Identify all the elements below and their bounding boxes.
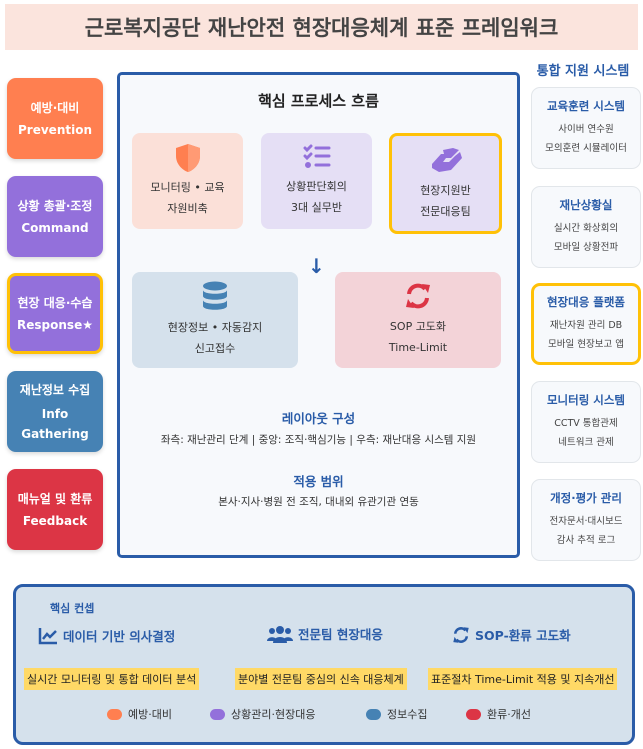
concept-sop: SOP-환류 고도화 (452, 625, 571, 644)
system-item: 사이버 연수원 (558, 124, 614, 135)
legend-swatch (466, 708, 481, 720)
legend-item: 정보수집 (366, 706, 427, 722)
phase-label-en: Command (21, 220, 89, 235)
phase-command: 상황 총괄·조정 Command (7, 176, 103, 257)
handshake-icon (431, 147, 462, 172)
legend-swatch (210, 708, 225, 720)
concept-title: 전문팀 현장대응 (298, 627, 383, 642)
system-title: 모니터링 시스템 (546, 393, 626, 407)
process-card-situation: 상황판단회의 3대 실무반 (261, 133, 372, 229)
concept-desc: 표준절차 Time-Limit 적용 및 지속개선 (428, 668, 618, 690)
phase-label-ko: 매뉴얼 및 환류 (17, 491, 93, 506)
card-line2: 신고접수 (194, 342, 236, 355)
arrow-down-icon: ↓ (308, 254, 325, 278)
system-item: CCTV 통합관제 (554, 418, 618, 429)
phase-label-ko: 현장 대응·수습 (17, 295, 93, 310)
database-icon (203, 281, 227, 310)
card-line1: 상황판단회의 (286, 180, 347, 193)
phase-feedback: 매뉴얼 및 환류 Feedback (7, 469, 103, 550)
system-item: 네트워크 관제 (558, 437, 614, 448)
legend-item: 환류·개선 (466, 706, 531, 722)
phase-label-en: Info Gathering (21, 406, 89, 441)
layout-heading: 레이아웃 구성 (281, 411, 356, 426)
card-line1: SOP 고도화 (389, 320, 447, 333)
phase-info: 재난정보 수집 Info Gathering (7, 371, 103, 452)
phase-response: 현장 대응·수습 Response★ (7, 273, 103, 354)
system-item: 모바일 상황전파 (553, 242, 619, 253)
system-title: 재난상황실 (559, 198, 613, 212)
legend-label: 예방·대비 (128, 708, 172, 721)
card-line2: 전문대응팀 (420, 204, 471, 218)
phase-prevention: 예방·대비 Prevention (7, 78, 103, 159)
legend-swatch (107, 708, 122, 720)
system-item: 감사 추적 로그 (556, 535, 616, 546)
phase-label-en: Response★ (17, 317, 93, 332)
legend-item: 상황관리·현장대응 (210, 706, 315, 722)
legend-label: 정보수집 (387, 708, 428, 721)
legend-swatch (366, 708, 381, 720)
scope-heading: 적용 범위 (293, 474, 344, 489)
scope-text: 본사·지사·병원 전 조직, 대내외 유관기관 연동 (218, 496, 419, 508)
system-item: 재난자원 관리 DB (549, 320, 623, 331)
card-line1: 모니터링 • 교육 (150, 181, 225, 194)
phase-label-en: Prevention (18, 122, 92, 137)
legend-item: 예방·대비 (107, 706, 172, 722)
users-icon (267, 625, 293, 643)
system-title: 개정·평가 관리 (550, 491, 622, 505)
concept-desc: 분야별 전문팀 중심의 신속 대응체계 (235, 668, 407, 690)
checklist-icon (303, 144, 330, 168)
system-item: 전자문서·대시보드 (549, 516, 623, 527)
concept-title: SOP-환류 고도화 (475, 628, 571, 643)
process-heading: 핵심 프로세스 흐름 (258, 92, 379, 110)
concept-team: 전문팀 현장대응 (267, 624, 383, 643)
concept-title: 데이터 기반 의사결정 (63, 629, 176, 644)
card-line2: 자원비축 (167, 202, 208, 215)
card-line2: 3대 실무반 (291, 201, 342, 214)
concept-heading: 핵심 컨셉 (50, 602, 95, 615)
sync-icon (406, 283, 430, 309)
system-title: 현장대응 플랫폼 (546, 295, 626, 309)
card-line2: Time-Limit (388, 341, 448, 354)
card-line1: 현장지원반 (420, 183, 471, 197)
phase-label-ko: 재난정보 수집 (19, 382, 91, 397)
legend-label: 환류·개선 (487, 708, 531, 721)
phase-label-ko: 예방·대비 (30, 100, 80, 115)
chart-line-icon (38, 627, 57, 644)
phase-label-ko: 상황 총괄·조정 (17, 198, 93, 213)
shield-icon (175, 144, 200, 172)
page-title: 근로복지공단 재난안전 현장대응체계 표준 프레임워크 (5, 4, 638, 50)
system-title: 교육훈련 시스템 (546, 99, 626, 113)
process-card-sop: SOP 고도화 Time-Limit (335, 272, 501, 368)
card-line1: 현장정보 • 자동감지 (167, 321, 263, 334)
system-item: 모의훈련 시뮬레이터 (545, 143, 627, 154)
support-systems-title: 통합 지원 시스템 (536, 64, 630, 79)
system-item: 모바일 현장보고 앱 (548, 339, 624, 350)
layout-text: 좌측: 재난관리 단계 | 중앙: 조직·핵심기능 | 우측: 재난대응 시스템… (160, 434, 477, 446)
concept-desc: 실시간 모니터링 및 통합 데이터 분석 (24, 668, 200, 690)
legend-label: 상황관리·현장대응 (231, 708, 316, 721)
phase-label-en: Feedback (22, 513, 88, 528)
system-item: 실시간 화상회의 (553, 223, 619, 234)
sync-icon (453, 626, 469, 643)
concept-data: 데이터 기반 의사결정 (38, 626, 175, 645)
